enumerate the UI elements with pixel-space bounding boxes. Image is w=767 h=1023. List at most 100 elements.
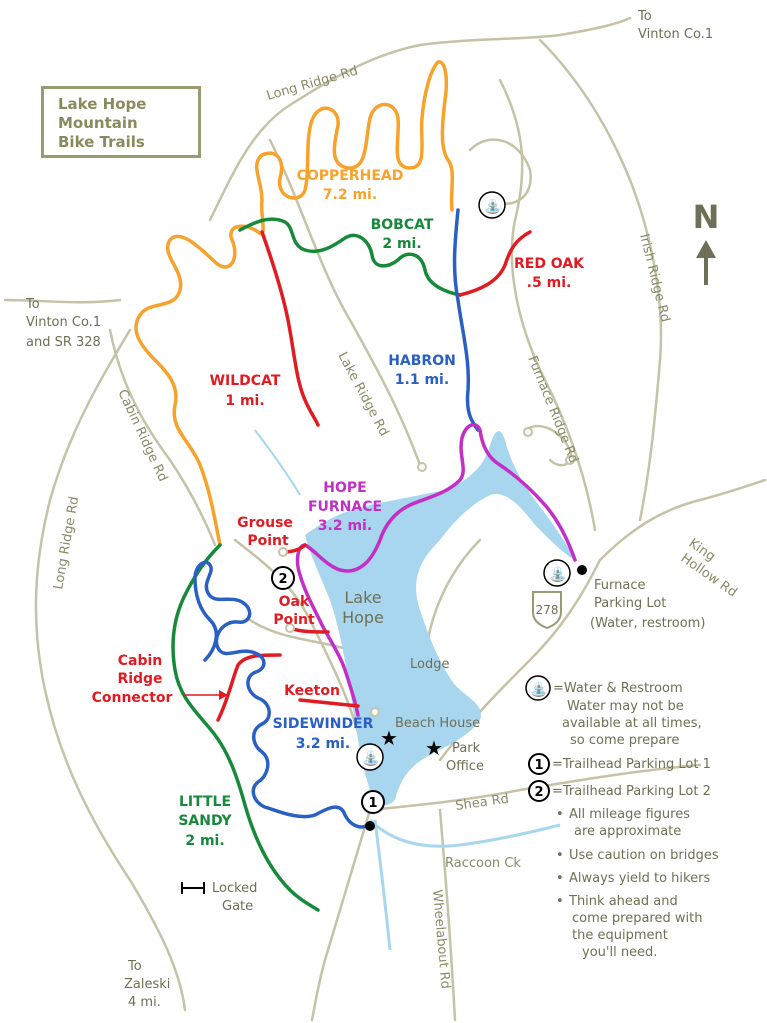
habron-label: HABRON: [388, 353, 456, 369]
legend-lot2-label: =Trailhead Parking Lot 2: [552, 784, 711, 799]
legend-water-line-1: =Water & Restroom: [553, 681, 683, 696]
furnace-lot-label-3: (Water, restroom): [590, 616, 705, 631]
long-ridge-road-left: [34, 328, 187, 1012]
cabin-ridge-connector-label-1: Cabin: [118, 653, 163, 669]
road-loop-2: [523, 424, 573, 467]
grouse-point-label-2: Point: [247, 533, 289, 549]
trail-copperhead: [134, 60, 455, 547]
locked-gate-label-2: Gate: [222, 899, 253, 914]
legend-note-3: Always yield to hikers: [569, 871, 710, 886]
little-sandy-label-1: LITTLE: [179, 794, 231, 810]
cabin-ridge-road: [108, 328, 217, 547]
wildcat-label: WILDCAT: [210, 373, 281, 389]
furnace-parking-dot: [577, 565, 587, 575]
legend-water-line-3: available at all times,: [562, 716, 702, 731]
locked-gate-label-1: Locked: [212, 881, 257, 896]
king-hollow-road: [598, 478, 767, 562]
dest-bottom-2: Zaleski: [124, 977, 170, 992]
legend-water-icon: ⛲: [525, 675, 551, 701]
lake-label-1: Lake: [344, 588, 381, 607]
hope-furnace-label-1: HOPE: [323, 480, 366, 496]
dest-left-2: Vinton Co.1: [26, 315, 101, 330]
trail-hope-furnace: [295, 422, 577, 717]
svg-text:⛲: ⛲: [549, 566, 566, 583]
red-oak-distance: .5 mi.: [527, 275, 572, 291]
legend-bullet-4: •: [556, 894, 564, 909]
road-south-zaleski: [310, 808, 372, 1022]
irish-ridge-road: [538, 38, 663, 522]
oak-point-node: [285, 623, 295, 633]
cabin-ridge-label: Cabin Ridge Rd: [114, 387, 170, 484]
legend-note-1-line-1: All mileage figures: [569, 807, 690, 822]
grouse-point-node: [278, 547, 288, 557]
parking-lot-1-marker: 1: [361, 790, 385, 814]
dest-left-3: and SR 328: [26, 335, 101, 350]
svg-text:⛲: ⛲: [484, 198, 501, 215]
shea-road-label: Shea Rd: [454, 792, 509, 814]
map-title-line-3: Bike Trails: [58, 133, 145, 151]
trail-bobcat: [238, 217, 462, 297]
legend-water-line-2: Water may not be: [567, 699, 684, 714]
dest-left-1: To: [25, 297, 40, 312]
legend-note-2: Use caution on bridges: [569, 848, 719, 863]
wheelabout-label: Wheelabout Rd: [429, 889, 453, 990]
lot1-dot: [365, 821, 375, 831]
lake-label-2: Hope: [342, 608, 384, 627]
legend-bullet-2: •: [556, 848, 564, 863]
cabin-ridge-connector-label-3: Connector: [92, 690, 173, 706]
trail-wildcat: [260, 230, 320, 427]
svg-text:⛲: ⛲: [362, 750, 379, 767]
dest-top-right-1: To: [637, 9, 652, 24]
water-restroom-icon-furnace: ⛲: [543, 559, 571, 587]
trail-sidewinder: [193, 560, 370, 829]
bobcat-label: BOBCAT: [371, 217, 434, 233]
connector-arrow-icon: [183, 690, 228, 700]
stream-south: [373, 819, 392, 951]
svg-text:1: 1: [534, 758, 543, 773]
beach-house-label: Beach House: [395, 716, 480, 731]
loop-node-2: [523, 427, 533, 437]
hope-furnace-label-2: FURNACE: [308, 499, 382, 515]
little-sandy-distance: 2 mi.: [185, 833, 224, 849]
lake-ridge-label: Lake Ridge Rd: [334, 350, 391, 439]
hope-furnace-distance: 3.2 mi.: [318, 518, 372, 534]
park-office-label-1: Park: [452, 741, 481, 756]
svg-text:1: 1: [368, 796, 377, 811]
beach-node: [370, 707, 380, 717]
road-loop-1: [468, 138, 532, 205]
parking-lot-2-marker: 2: [271, 566, 295, 590]
copperhead-distance: 7.2 mi.: [323, 187, 377, 203]
raccoon-creek: [368, 818, 561, 848]
loop-node: [565, 455, 575, 465]
sidewinder-distance: 3.2 mi.: [296, 736, 350, 752]
markers: ★ ★ ⛲ ⛲ ⛲ 1 2 278: [181, 191, 716, 894]
cabin-ridge-connector-label-2: Ridge: [117, 671, 162, 687]
legend-lot2-marker: 2: [528, 780, 550, 802]
trail-red-oak: [458, 230, 532, 297]
dest-bottom-1: To: [127, 959, 142, 974]
little-sandy-label-2: SANDY: [178, 813, 232, 829]
long-ridge-top-label: Long Ridge Rd: [265, 63, 360, 103]
wildcat-distance: 1 mi.: [225, 393, 264, 409]
furnace-ridge-label: Furnace Ridge Rd: [524, 354, 581, 465]
svg-text:2: 2: [534, 785, 543, 800]
trail-little-sandy: [171, 543, 320, 912]
trail-habron: [452, 208, 480, 432]
legend-note-4-line-2: come prepared with: [572, 911, 702, 926]
grouse-point-label-1: Grouse: [237, 515, 293, 531]
trail-keeton: [298, 698, 360, 708]
park-office-label-2: Office: [446, 759, 484, 774]
dest-bottom-3: 4 mi.: [128, 995, 161, 1010]
svg-text:278: 278: [536, 603, 559, 617]
irish-ridge-label: Irish Ridge Rd: [636, 232, 672, 323]
habron-distance: 1.1 mi.: [395, 372, 449, 388]
map-title-box: Lake Hope Mountain Bike Trails: [41, 86, 201, 158]
furnace-lot-label-2: Parking Lot: [594, 596, 666, 611]
svg-text:2: 2: [278, 572, 287, 587]
legend-bullet-3: •: [556, 871, 564, 886]
locked-gate-icon: [181, 882, 205, 894]
furnace-ridge-road: [498, 78, 597, 532]
sidewinder-label: SIDEWINDER: [273, 716, 374, 732]
lodge-label: Lodge: [410, 657, 449, 672]
